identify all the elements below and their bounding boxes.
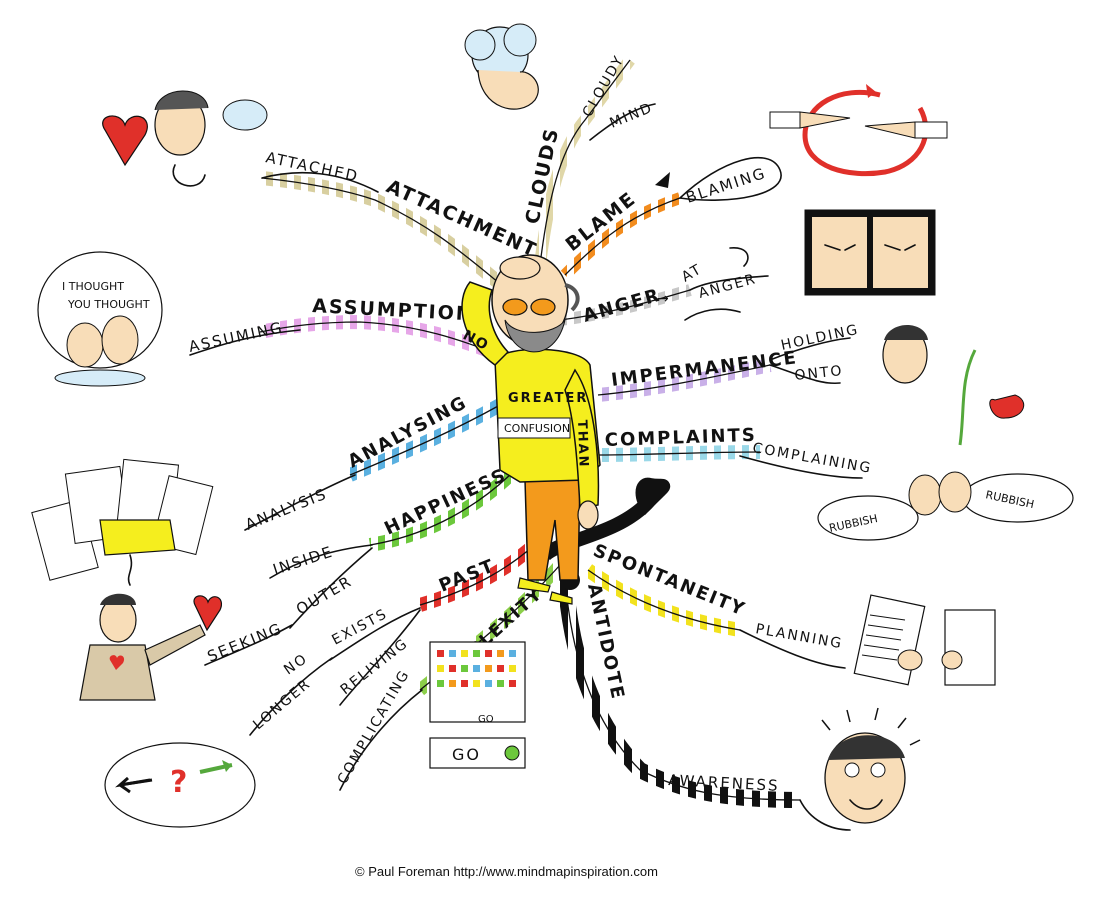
branch-sub-at: AT xyxy=(679,261,705,285)
planning-papers-illustration xyxy=(853,594,996,686)
branch-assumption: ASSUMPTION ASSUMING xyxy=(187,295,503,362)
center-word-than: THAN xyxy=(574,420,591,469)
papers-books-illustration xyxy=(31,458,214,586)
angry-faces-illustration xyxy=(804,209,936,296)
branch-label-anger: ANGER xyxy=(581,285,664,327)
cloud-head-illustration xyxy=(464,23,539,110)
anger-arrow-icon: → xyxy=(657,291,669,307)
heart-icon xyxy=(193,595,222,632)
question-mark-icon: ? xyxy=(170,765,189,800)
rubbish-heads-illustration: RUBBISH RUBBISH xyxy=(817,471,1074,541)
glasses-icon xyxy=(502,298,528,316)
central-figure: NO GREATER CONFUSION THAN xyxy=(460,254,671,605)
branch-sub-seeking: SEEKING xyxy=(205,619,286,666)
colored-buttons-grid xyxy=(437,650,516,687)
go-small-label: GO xyxy=(478,714,494,725)
branch-complaints: COMPLAINTS COMPLAINING xyxy=(597,425,873,479)
branch-sub-planning: PLANNING xyxy=(754,621,844,652)
thought-line-1: I THOUGHT xyxy=(62,280,124,293)
wilted-flower-illustration xyxy=(882,325,1025,446)
copyright-footer: © Paul Foreman http://www.mindmapinspira… xyxy=(355,864,658,879)
back-arrow-icon xyxy=(684,308,741,321)
branch-sub-longer: LONGER xyxy=(250,676,314,733)
branch-sub-cloudy: CLOUDY xyxy=(580,52,628,120)
branch-sub-onto: ONTO xyxy=(794,363,844,384)
awareness-face-illustration xyxy=(799,707,921,831)
center-word-confusion: CONFUSION xyxy=(504,422,570,435)
cycle-arrow-icon xyxy=(866,84,876,98)
heart-icon xyxy=(102,115,148,167)
heart-man-illustration xyxy=(79,593,222,701)
blame-arrow-icon xyxy=(655,172,670,188)
thought-bubble-illustration: I THOUGHT YOU THOUGHT xyxy=(37,251,163,387)
go-button-label: GO xyxy=(452,745,481,764)
thought-line-2: YOU THOUGHT xyxy=(67,298,150,311)
branch-sub-mind: MIND xyxy=(608,100,656,132)
branch-sub-complaining: COMPLAINING xyxy=(751,440,873,477)
branch-sub-outer: OUTER xyxy=(293,572,356,619)
branch-sub-assuming: ASSUMING xyxy=(187,318,285,356)
branch-spontaneity: SPONTANEITY PLANNING xyxy=(583,540,846,669)
flower-icon xyxy=(989,394,1025,419)
branch-label-happiness: HAPPINESS xyxy=(381,464,510,539)
branch-impermanence: IMPERMANENCE HOLDING ONTO xyxy=(597,322,861,402)
branch-sub-inside: INSIDE xyxy=(271,542,336,578)
go-panel-illustration: GO GO xyxy=(429,641,526,769)
branch-anger: ANGER → AT ANGER xyxy=(559,247,769,327)
branch-sub-awareness: AWARENESS xyxy=(668,771,780,795)
branch-sub-anger: ANGER xyxy=(697,271,759,302)
branch-antidote: ANTIDOTE AWARENESS xyxy=(557,574,801,808)
branch-sub-no: NO xyxy=(281,651,311,679)
attachment-illustration xyxy=(102,90,268,187)
curl-arrow-icon xyxy=(729,247,749,267)
blame-fingers-illustration xyxy=(769,84,948,177)
center-word-greater: GREATER xyxy=(508,391,588,406)
direction-bubble-illustration: ? xyxy=(104,742,256,828)
